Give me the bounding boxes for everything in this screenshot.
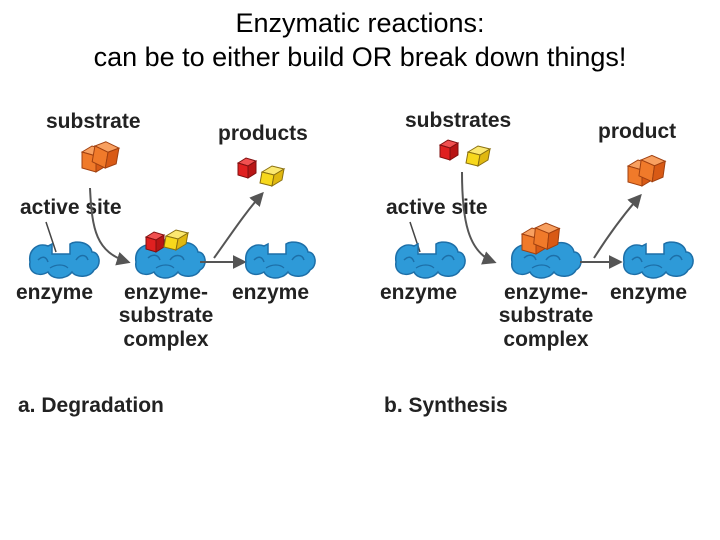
- complex-label-b-2: substrate: [499, 304, 594, 327]
- complex-label-b-1: enzyme-: [504, 281, 588, 304]
- caption-degradation: a. Degradation: [18, 394, 164, 417]
- product-arrow: [593, 193, 642, 259]
- caption-synthesis: b. Synthesis: [384, 394, 508, 417]
- enzyme-b2: [622, 241, 694, 279]
- enzyme-substrate-complex-b: [510, 221, 582, 279]
- enzyme-b1: [394, 241, 466, 279]
- active-site-label: active site: [20, 196, 122, 219]
- substrate-yellow-cube: [465, 145, 491, 167]
- panel-a: substrate products active site enzyme en…: [16, 110, 316, 417]
- complex-label-a-3: complex: [123, 328, 209, 351]
- enzyme-label-b2: enzyme: [610, 281, 687, 304]
- enzyme-substrate-complex-a: [134, 229, 206, 279]
- enzyme-1: [28, 241, 100, 279]
- enzyme-label-a2: enzyme: [232, 281, 309, 304]
- complex-label-a-2: substrate: [119, 304, 214, 327]
- substrate-binding-arrow: [89, 187, 131, 266]
- product-red-cube: [237, 157, 257, 179]
- active-site-label-b: active site: [386, 196, 488, 219]
- products-arrow: [213, 191, 264, 259]
- slide-title: Enzymatic reactions: can be to either bu…: [0, 6, 720, 74]
- enzyme-2: [244, 241, 316, 279]
- substrates-label: substrates: [405, 109, 511, 132]
- complex-label-b-3: complex: [503, 328, 589, 351]
- substrate-label: substrate: [46, 110, 141, 133]
- product-label: product: [598, 120, 676, 143]
- enzyme-label-b1: enzyme: [380, 281, 457, 304]
- title-line-1: Enzymatic reactions:: [235, 8, 485, 38]
- complex-label-a-1: enzyme-: [124, 281, 208, 304]
- substrate-cube: [81, 139, 121, 173]
- substrate-red-cube: [439, 139, 459, 161]
- substrate-binding-arrow-b: [461, 171, 497, 265]
- panel-b: substrates product active site enzyme en…: [380, 109, 694, 417]
- product-yellow-cube: [259, 165, 285, 187]
- title-line-2: can be to either build OR break down thi…: [93, 42, 627, 72]
- enzyme-label-a1: enzyme: [16, 281, 93, 304]
- active-site-pointer: [45, 221, 57, 253]
- product-cube: [627, 153, 667, 187]
- products-label: products: [218, 122, 308, 145]
